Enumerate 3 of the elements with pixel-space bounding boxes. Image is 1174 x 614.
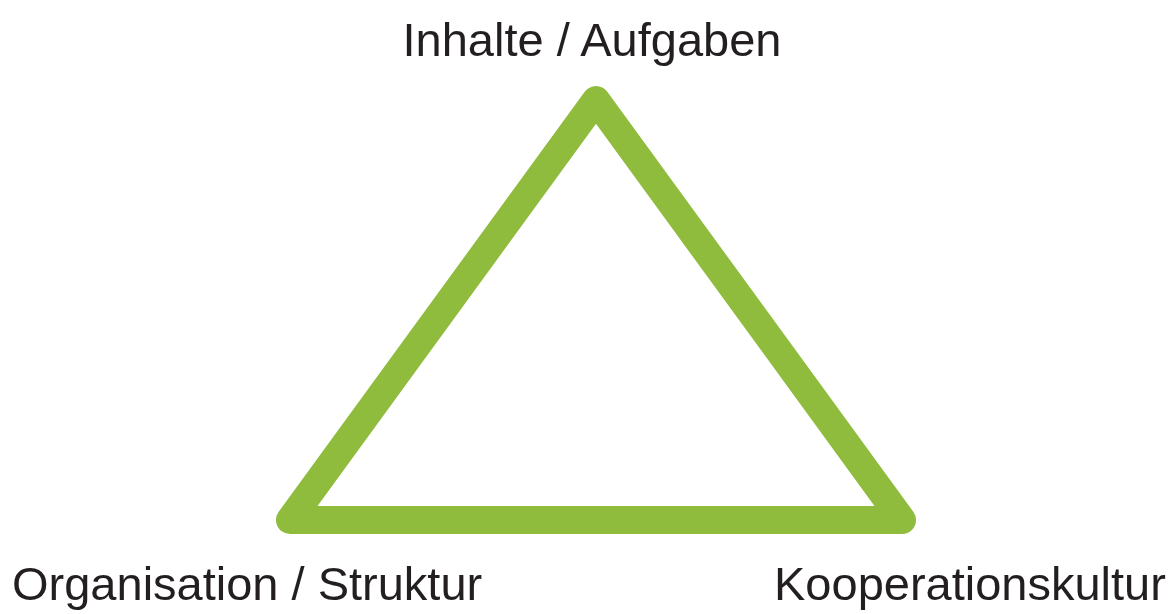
corner-label: Kooperationskultur <box>774 556 1166 612</box>
corner-label: Inhalte / Aufgaben <box>402 12 782 68</box>
corner-label: Organisation / Struktur <box>12 556 483 612</box>
